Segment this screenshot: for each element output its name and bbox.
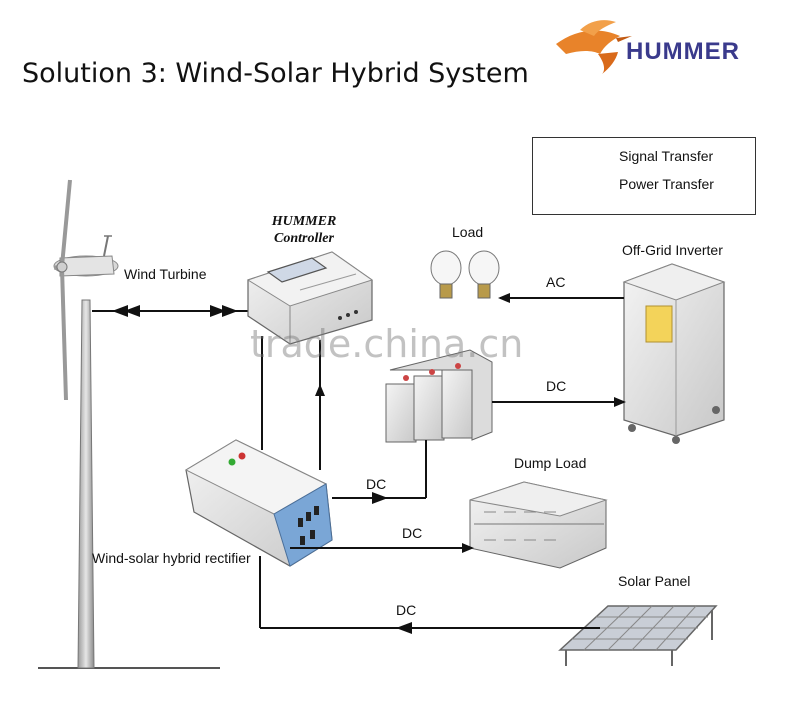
legend: Signal Transfer Power Transfer [532,137,756,215]
hummingbird-logo-icon [556,20,632,74]
dump-load-drawing [470,482,606,568]
brand-name: HUMMER [626,38,740,66]
inverter-label: Off-Grid Inverter [622,242,723,258]
dump-dc-label: DC [402,525,422,541]
dump-load-label: Dump Load [514,455,586,471]
controller-brand-label: HUMMER [262,213,346,230]
watermark: trade.china.cn [250,322,523,366]
turbine-controller-link [92,305,252,317]
wind-turbine-label: Wind Turbine [124,266,206,282]
controller-label: HUMMER Controller [262,213,346,247]
solar-panel-label: Solar Panel [618,573,690,589]
load-bulbs-drawing [431,251,499,298]
ac-label: AC [546,274,565,290]
legend-signal-label: Signal Transfer [619,148,713,164]
load-label: Load [452,224,483,240]
legend-power-label: Power Transfer [619,176,714,192]
battery-dc-label: DC [546,378,566,394]
wind-turbine-drawing [38,180,220,668]
solar-rectifier-link [260,556,600,634]
controller-name-label: Controller [262,230,346,247]
page-title: Solution 3: Wind-Solar Hybrid System [22,58,529,89]
rectifier-battery-dc-label: DC [366,476,386,492]
rectifier-battery-link [332,440,426,504]
inverter-drawing [624,264,724,444]
rectifier-label: Wind-solar hybrid rectifier [92,550,251,566]
solar-dc-label: DC [396,602,416,618]
solar-panel-drawing [560,606,716,666]
